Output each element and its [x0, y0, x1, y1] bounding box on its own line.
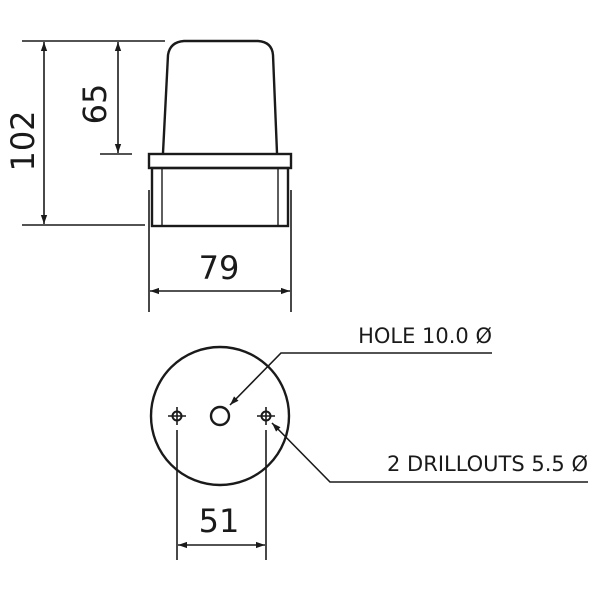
- leader-drillouts: [271, 422, 588, 483]
- side-view: [147, 39, 293, 228]
- drillout-left: [168, 407, 186, 425]
- dim-label-79: 79: [199, 249, 240, 287]
- dimension-base-width: 79: [150, 249, 290, 295]
- label-center-hole: HOLE 10.0 Ø: [358, 324, 492, 348]
- dim-label-51: 51: [199, 502, 240, 540]
- dimension-total-height: 102: [4, 42, 48, 224]
- leader-center-hole: [229, 352, 492, 406]
- dimension-dome-height: 65: [76, 42, 122, 153]
- dim-label-102: 102: [4, 110, 42, 171]
- top-view: [149, 345, 291, 487]
- side-extension-lines: [22, 40, 292, 312]
- drillout-right: [257, 407, 275, 425]
- beacon-collar: [147, 152, 293, 170]
- label-drillouts: 2 DRILLOUTS 5.5 Ø: [387, 452, 588, 476]
- dim-label-65: 65: [76, 84, 114, 125]
- base-plate-outline: [149, 345, 291, 487]
- dimension-drill-spacing: 51: [178, 502, 265, 549]
- beacon-base: [150, 166, 290, 228]
- center-hole: [209, 405, 231, 427]
- callout-center-hole: HOLE 10.0 Ø: [229, 324, 492, 406]
- callout-drillouts: 2 DRILLOUTS 5.5 Ø: [271, 422, 588, 483]
- beacon-dome: [161, 39, 279, 154]
